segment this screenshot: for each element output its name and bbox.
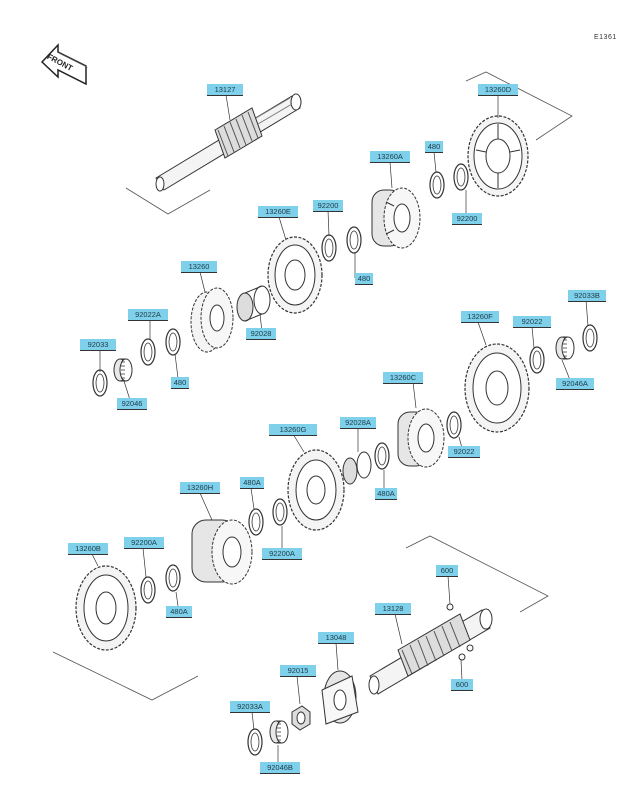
gear-13260 — [190, 287, 234, 353]
gear-13260H — [191, 519, 253, 585]
label-92015: 92015 — [280, 665, 316, 677]
shaft-13127 — [155, 93, 302, 192]
gear-13260A — [371, 187, 421, 249]
label-13260B: 13260B — [68, 543, 108, 555]
label-13128: 13128 — [375, 603, 411, 615]
bush-92028A — [342, 451, 372, 485]
label-92033A: 92033A — [230, 701, 270, 713]
upper-shaft-guide — [125, 71, 573, 215]
shaft-13128 — [368, 608, 493, 695]
front-arrow-icon — [40, 43, 88, 86]
label-13260: 13260 — [181, 261, 217, 273]
label-92028A: 92028A — [340, 417, 376, 429]
label-92046A: 92046A — [556, 378, 594, 390]
label-13260H: 13260H — [180, 482, 220, 494]
gear-13260G — [287, 449, 345, 531]
label-600-b: 600 — [451, 679, 473, 691]
hub-13048 — [321, 670, 359, 725]
gear-13260D — [467, 115, 529, 197]
gear-13260B — [75, 565, 137, 651]
label-13260G: 13260G — [269, 424, 317, 436]
label-92046: 92046 — [117, 398, 147, 410]
label-92022: 92022 — [513, 316, 551, 328]
label-92028: 92028 — [246, 328, 276, 340]
label-480-b: 480 — [171, 377, 189, 389]
label-13260D: 13260D — [478, 84, 518, 96]
gear-13260E — [267, 236, 323, 314]
label-13048: 13048 — [318, 632, 354, 644]
label-13260E: 13260E — [258, 206, 298, 218]
label-13260F: 13260F — [461, 311, 499, 323]
label-13127: 13127 — [207, 84, 243, 96]
label-92046B: 92046B — [260, 762, 300, 774]
lower-shaft-guide — [52, 535, 549, 701]
diagram-code: E1361 — [594, 34, 617, 41]
label-92022A: 92022A — [128, 309, 168, 321]
label-92022-b: 92022 — [448, 446, 480, 458]
leader-lines — [91, 94, 589, 762]
label-480A-c: 480A — [166, 606, 192, 618]
label-13260A: 13260A — [370, 151, 410, 163]
label-480A-b: 480A — [240, 477, 264, 489]
label-92200-top: 92200 — [313, 200, 343, 212]
label-92200A: 92200A — [262, 548, 302, 560]
label-92200-right: 92200 — [452, 213, 482, 225]
label-480A: 480A — [375, 488, 397, 500]
label-92033B: 92033B — [568, 290, 606, 302]
label-480-top: 480 — [425, 141, 443, 153]
bush-92028 — [236, 285, 271, 322]
label-13260C: 13260C — [383, 372, 423, 384]
gear-13260F — [464, 343, 530, 433]
label-92200A-b: 92200A — [124, 537, 164, 549]
nut-92015 — [291, 705, 311, 731]
label-480-a: 480 — [355, 273, 373, 285]
label-92033: 92033 — [80, 339, 116, 351]
gear-13260C — [397, 408, 445, 468]
label-600-top: 600 — [436, 565, 458, 577]
